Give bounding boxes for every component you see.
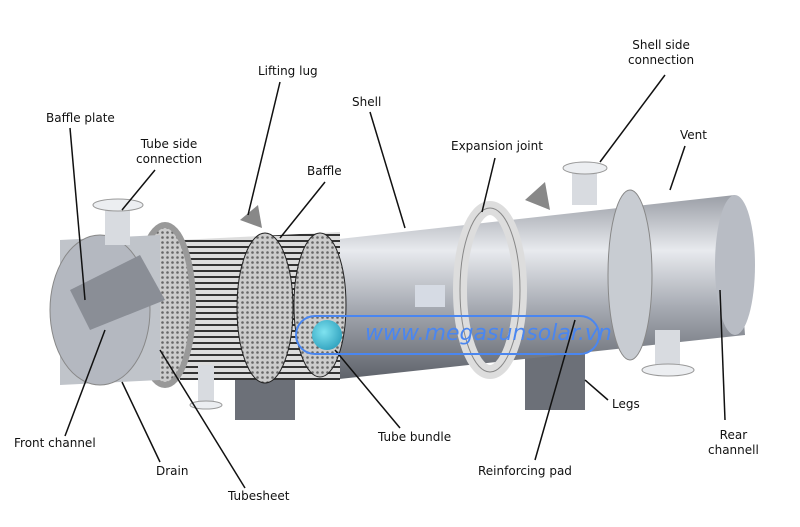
label-tube-bundle: Tube bundle xyxy=(378,430,452,444)
label-baffle-plate: Baffle plate xyxy=(46,111,115,125)
label-vent: Vent xyxy=(680,128,707,142)
label-tubesheet: Tubesheet xyxy=(228,489,290,503)
globe-icon xyxy=(312,320,342,350)
watermark-text: www.megasunsolar.vn xyxy=(365,321,612,346)
label-reinforcing-pad: Reinforcing pad xyxy=(478,464,572,478)
label-baffle: Baffle xyxy=(307,164,342,178)
label-drain: Drain xyxy=(156,464,189,478)
lifting-lug xyxy=(240,205,262,228)
bottom-nozzle xyxy=(655,330,680,370)
label-legs: Legs xyxy=(612,397,640,411)
reinforcing-pad xyxy=(415,285,445,307)
rear-channel-end xyxy=(715,195,755,335)
label-expansion-joint: Expansion joint xyxy=(451,139,543,153)
watermark: www.megasunsolar.vn xyxy=(295,315,612,355)
label-lifting-lug: Lifting lug xyxy=(258,64,318,78)
baffle-plate xyxy=(70,255,165,330)
baffle xyxy=(236,232,294,384)
rear-flange xyxy=(607,189,653,361)
leader-lines xyxy=(64,74,726,489)
tube-side-nozzle xyxy=(105,205,130,245)
label-front-channel: Front channel xyxy=(14,436,96,450)
label-shell: Shell xyxy=(352,95,382,109)
shell-side-nozzle xyxy=(572,170,597,205)
